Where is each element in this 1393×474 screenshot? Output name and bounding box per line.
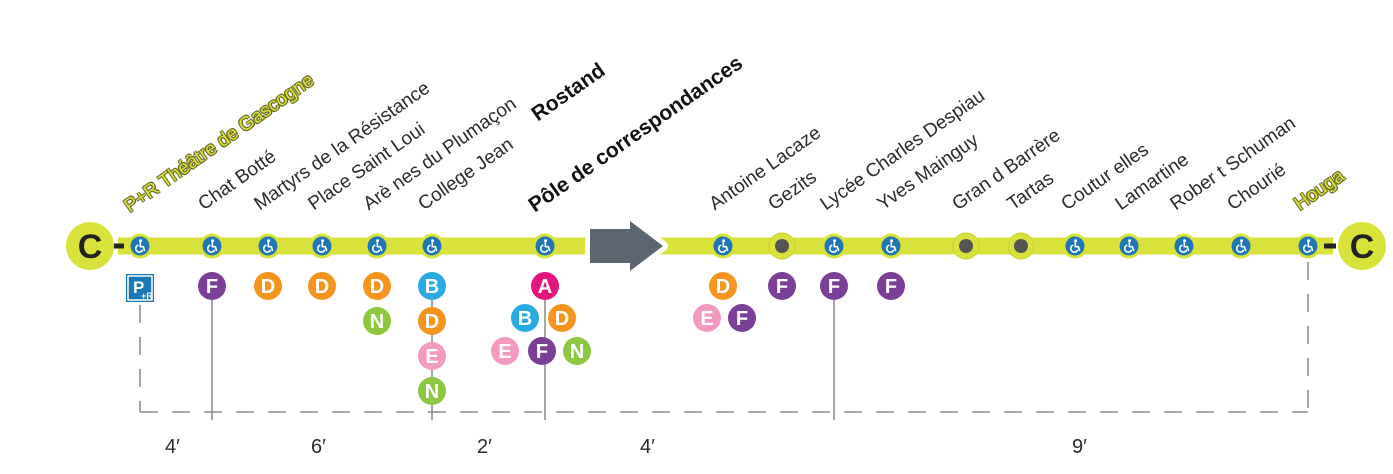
connection-badge-b: B bbox=[511, 304, 539, 332]
connection-badge-b: B bbox=[418, 272, 446, 300]
travel-time: 4′ bbox=[640, 436, 655, 458]
stop-accessible bbox=[710, 233, 736, 259]
line-letter: C bbox=[1350, 228, 1375, 266]
svg-text:P: P bbox=[133, 278, 144, 297]
connection-badge-d: D bbox=[254, 272, 282, 300]
stop-accessible bbox=[127, 233, 153, 259]
connection-badge-a: A bbox=[531, 272, 559, 300]
line-badge: C bbox=[66, 222, 114, 270]
connection-letter: F bbox=[536, 341, 548, 363]
connection-letter: D bbox=[555, 308, 569, 330]
connection-letter: N bbox=[570, 341, 584, 363]
connection-letter: E bbox=[498, 341, 511, 363]
connection-letter: N bbox=[370, 311, 384, 333]
connection-letter: B bbox=[518, 308, 532, 330]
stop-accessible bbox=[419, 233, 445, 259]
connection-letter: D bbox=[315, 276, 329, 298]
connection-letter: D bbox=[370, 276, 384, 298]
connection-badge-d: D bbox=[308, 272, 336, 300]
travel-time: 6′ bbox=[311, 436, 326, 458]
connection-badge-f: F bbox=[198, 272, 226, 300]
stop-accessible bbox=[1171, 233, 1197, 259]
connection-letter: N bbox=[425, 381, 439, 403]
stop-accessible bbox=[878, 233, 904, 259]
connection-badge-f: F bbox=[728, 304, 756, 332]
travel-time: 9′ bbox=[1072, 436, 1087, 458]
svg-text:+R: +R bbox=[141, 291, 153, 301]
connection-badge-f: F bbox=[820, 272, 848, 300]
connection-badge-n: N bbox=[418, 377, 446, 405]
connection-badge-e: E bbox=[491, 337, 519, 365]
connection-badge-d: D bbox=[548, 304, 576, 332]
stop bbox=[952, 232, 980, 260]
stop-accessible bbox=[364, 233, 390, 259]
connection-badge-e: E bbox=[418, 342, 446, 370]
stop-accessible bbox=[255, 233, 281, 259]
connection-letter: F bbox=[885, 276, 897, 298]
connection-letter: E bbox=[425, 346, 438, 368]
connection-letter: F bbox=[736, 308, 748, 330]
connection-letter: D bbox=[716, 276, 730, 298]
stop-accessible bbox=[1228, 233, 1254, 259]
stop-accessible bbox=[1295, 233, 1321, 259]
stop bbox=[768, 232, 796, 260]
connection-letter: A bbox=[538, 276, 552, 298]
connection-letter: F bbox=[206, 276, 218, 298]
connection-badge-d: D bbox=[709, 272, 737, 300]
stop-accessible bbox=[1062, 233, 1088, 259]
stop-accessible bbox=[199, 233, 225, 259]
connection-letter: D bbox=[425, 311, 439, 333]
stop-accessible bbox=[1116, 233, 1142, 259]
connection-letter: E bbox=[700, 308, 713, 330]
direction-arrow-icon bbox=[590, 221, 663, 271]
stop-accessible bbox=[532, 233, 558, 259]
line-badge: C bbox=[1338, 222, 1386, 270]
travel-time: 4′ bbox=[165, 436, 180, 458]
connection-letter: F bbox=[828, 276, 840, 298]
connection-badge-n: N bbox=[563, 337, 591, 365]
connection-badge-f: F bbox=[768, 272, 796, 300]
stop-accessible bbox=[821, 233, 847, 259]
connection-badge-f: F bbox=[528, 337, 556, 365]
line-letter: C bbox=[78, 228, 103, 266]
connection-letter: B bbox=[425, 276, 439, 298]
stop-accessible bbox=[309, 233, 335, 259]
connection-badge-e: E bbox=[693, 304, 721, 332]
connection-letter: F bbox=[776, 276, 788, 298]
connection-badge-d: D bbox=[418, 307, 446, 335]
connection-badge-d: D bbox=[363, 272, 391, 300]
stop bbox=[1007, 232, 1035, 260]
connection-badge-pr: P+R bbox=[126, 274, 154, 302]
connection-badge-f: F bbox=[877, 272, 905, 300]
connection-letter: D bbox=[261, 276, 275, 298]
connection-badge-n: N bbox=[363, 307, 391, 335]
travel-time: 2′ bbox=[477, 436, 492, 458]
